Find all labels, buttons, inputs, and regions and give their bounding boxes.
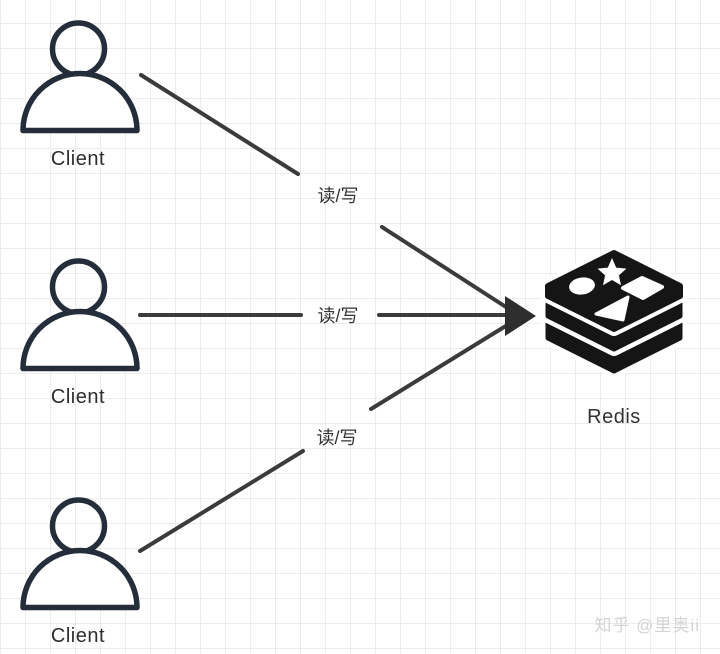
arrow-line-bottom-seg1 — [138, 449, 305, 553]
triangle-shape — [594, 295, 630, 322]
star-shape — [597, 258, 627, 286]
edge-label-top: 读/写 — [317, 186, 359, 206]
redis-label: Redis — [587, 406, 641, 428]
arrow-line-top-seg1 — [139, 73, 300, 176]
redis-stack-icon — [541, 246, 687, 378]
user-icon — [18, 19, 138, 133]
ellipse-shape — [569, 277, 595, 295]
arrow-line-top-seg2 — [380, 225, 511, 311]
client-label: Client — [50, 148, 106, 170]
client-node-2[interactable]: Client — [18, 257, 138, 409]
client-label: Client — [50, 386, 106, 408]
user-icon — [18, 257, 138, 371]
arrow-line-bottom-seg2 — [369, 322, 511, 411]
watermark: 知乎 @里奥ii — [594, 616, 700, 635]
edge-label-bottom: 读/写 — [316, 428, 358, 448]
diamond-shape — [621, 276, 664, 300]
arrowhead-icon — [505, 296, 536, 336]
user-icon — [18, 496, 138, 610]
client-label: Client — [50, 625, 106, 647]
client-node-1[interactable]: Client — [18, 19, 138, 171]
client-node-3[interactable]: Client — [18, 496, 138, 648]
edge-label-middle: 读/写 — [317, 306, 359, 326]
redis-node[interactable]: Redis — [541, 246, 687, 429]
